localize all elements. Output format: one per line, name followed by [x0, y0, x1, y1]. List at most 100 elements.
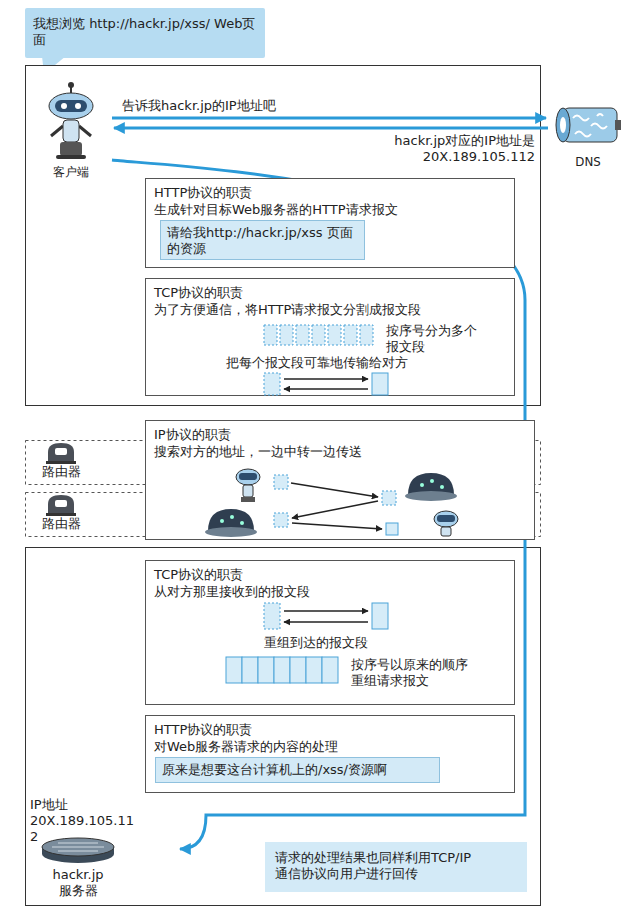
connector-arrow	[114, 127, 548, 130]
node-text: TCP协议的职责	[154, 285, 504, 301]
connector-arrow	[112, 117, 546, 120]
server-node: IP地址 20X.189.105.112hackr.jp 服务器	[28, 797, 178, 901]
server-region	[26, 548, 541, 906]
reassembly-illustration-part	[284, 621, 368, 623]
reassembly-illustration	[146, 561, 516, 706]
segment-illustration-part-part	[312, 325, 325, 345]
dome-server-part	[240, 521, 244, 525]
small-robot-part	[441, 527, 451, 536]
client-node: 客户端	[30, 82, 112, 182]
dome-server-part	[205, 527, 257, 537]
dns-icon-part	[573, 114, 607, 137]
node-text: HTTP协议的职责	[154, 185, 504, 201]
dns-icon-part	[563, 108, 617, 142]
note-box: 请求的处理结果也同样利用TCP/IP 通信协议向用户进行回传	[265, 842, 527, 892]
dns-node: DNS	[548, 92, 628, 174]
reassembly-illustration-part	[264, 603, 280, 629]
server-disc-part	[52, 843, 104, 851]
node-text: HTTP协议的职责	[154, 722, 504, 738]
reassembly-illustration-part-part	[322, 657, 338, 683]
segment-illustration-part-part	[264, 373, 280, 395]
dome-server-part	[230, 515, 234, 519]
client-robot-part	[49, 93, 93, 119]
node-text: 请给我http://hackr.jp/xss 页面的资源	[167, 225, 360, 257]
node-text: 客户端	[30, 164, 112, 180]
server-disc-part	[42, 838, 114, 856]
client-robot	[42, 82, 100, 162]
protocol-box: TCP协议的职责从对方那里接收到的报文段重组到达的报文段按序号以原来的顺序 重组…	[145, 560, 515, 705]
reassembly-illustration-part-part	[290, 657, 306, 683]
client-robot-part	[68, 82, 74, 88]
dns-icon-part	[560, 117, 566, 133]
node-text: 按序号以原来的顺序 重组请求报文	[351, 657, 476, 689]
speech-bubble: 我想浏览 http://hackr.jp/xss/ Web页面	[25, 8, 265, 58]
reassembly-illustration-part	[284, 610, 368, 612]
node-text: 生成针对目标Web服务器的HTTP请求报文	[154, 202, 504, 218]
node-text: 把每个报文段可靠地传输给对方	[226, 355, 506, 371]
segment-illustration-part	[284, 378, 368, 380]
node-text: 原来是想要这台计算机上的/xss/资源啊	[162, 762, 435, 778]
dome-server-part	[405, 491, 457, 501]
router-icon	[46, 495, 76, 516]
node-text: IP协议的职责	[154, 427, 524, 443]
dome-server-part	[420, 483, 424, 487]
small-robot-part	[236, 469, 260, 485]
small-robot	[236, 469, 260, 502]
ip-relay-illustration-part	[274, 475, 396, 527]
node-text: 搜索对方的地址，一边中转一边传送	[154, 444, 524, 460]
router-icon-part	[48, 443, 74, 462]
reassembly-illustration-part-part	[274, 657, 290, 683]
request-box: 请给我http://hackr.jp/xss 页面的资源	[160, 220, 365, 260]
ip-relay-illustration-part	[386, 523, 398, 535]
reassembly-illustration-part-part	[242, 657, 258, 683]
node-text: 按序号分为多个报文段	[386, 323, 486, 355]
reassembly-illustration-part-part	[306, 657, 322, 683]
ip-relay-illustration-part	[292, 523, 382, 529]
request-box: 原来是想要这台计算机上的/xss/资源啊	[155, 757, 440, 783]
segment-illustration-part-part	[328, 325, 341, 345]
dome-server	[205, 509, 257, 537]
edge-label: hackr.jp对应的IP地址是 20X.189.105.112	[330, 133, 535, 165]
client-robot-part	[79, 126, 91, 136]
node-text: DNS	[548, 154, 628, 170]
segment-illustration-part-part	[360, 325, 373, 345]
small-robot-part	[239, 473, 257, 480]
node-text: 从对方那里接收到的报文段	[154, 584, 509, 600]
protocol-box: HTTP协议的职责对Web服务器请求的内容的处理原来是想要这台计算机上的/xss…	[145, 715, 515, 793]
ip-relay-illustration-part-part	[274, 513, 288, 527]
router-icon-part	[48, 495, 74, 514]
part-label: 路由器	[33, 516, 89, 532]
node-text: 重组到达的报文段	[264, 635, 464, 651]
reassembly-illustration-part	[372, 603, 388, 629]
node-text: 为了方便通信，将HTTP请求报文分割成报文段	[154, 302, 509, 318]
node-text: 对Web服务器请求的内容的处理	[154, 739, 509, 755]
client-robot-part	[75, 103, 81, 109]
segment-illustration-part	[372, 373, 388, 395]
dome-server-part	[220, 519, 224, 523]
small-robot-part	[241, 497, 255, 502]
small-robot-part	[434, 511, 458, 527]
small-robot-part	[243, 485, 253, 497]
client-robot-part	[61, 103, 67, 109]
server-disc	[38, 835, 118, 865]
reassembly-illustration-part	[226, 657, 338, 683]
protocol-box: HTTP协议的职责生成针对目标Web服务器的HTTP请求报文请给我http://…	[145, 178, 515, 268]
router-icon-part	[55, 448, 67, 455]
node-text: TCP协议的职责	[154, 567, 504, 583]
part-label: 路由器	[33, 464, 89, 480]
ip-relay-illustration-part	[291, 483, 378, 497]
segment-illustration-part-part	[296, 325, 309, 345]
client-robot-part	[56, 155, 86, 159]
dns-icon	[553, 96, 623, 152]
client-robot-part	[60, 142, 82, 156]
dome-server-part	[430, 479, 434, 483]
ip-relay-illustration-part-part	[382, 491, 396, 505]
dns-icon-part	[615, 120, 621, 130]
client-robot-part	[55, 100, 87, 112]
client-robot-part	[63, 120, 79, 142]
segment-illustration-part-part	[264, 325, 277, 345]
client-robot-part	[51, 126, 63, 136]
dns-icon-part	[556, 108, 570, 142]
node-text: IP地址 20X.189.105.112	[30, 797, 140, 845]
edge-label: 告诉我hackr.jp的IP地址吧	[122, 98, 352, 114]
